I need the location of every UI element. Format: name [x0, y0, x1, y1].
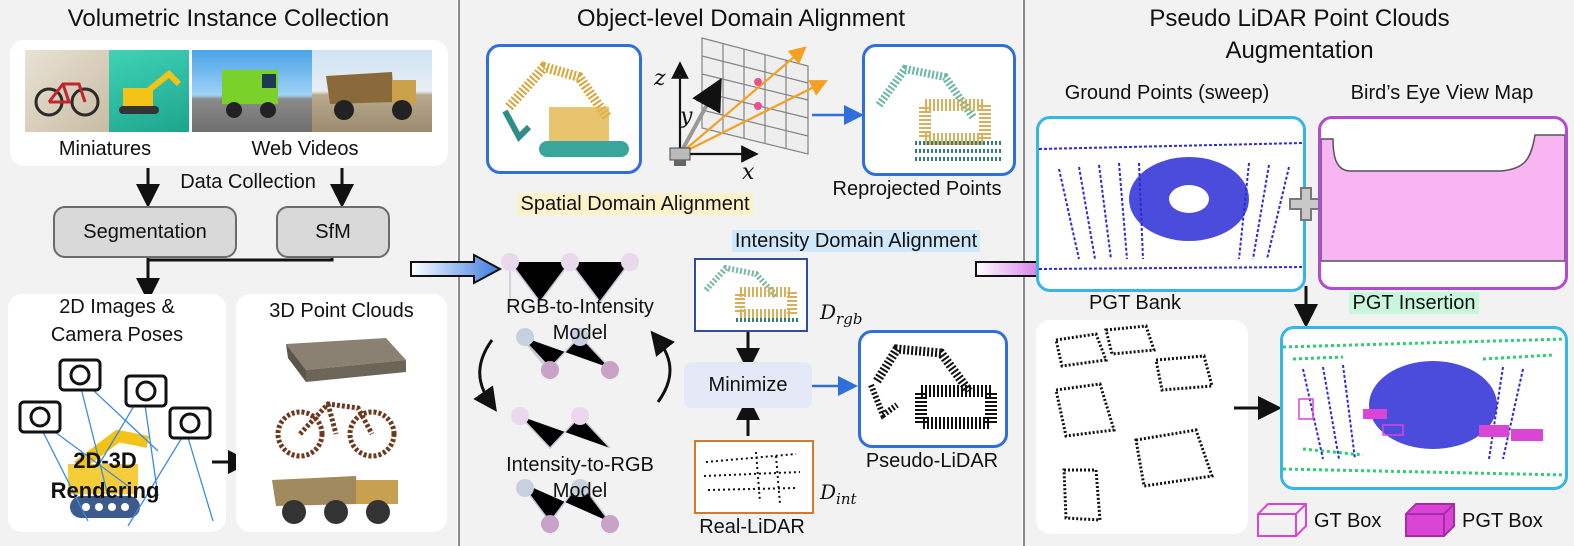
d-rgb-pointcloud: [703, 264, 800, 322]
pseudo-lidar-label: Pseudo-LiDAR: [865, 450, 999, 472]
pgt-insertion-text: PGT Insertion: [1349, 292, 1479, 314]
d-int-sub: int: [836, 490, 857, 508]
axis-x-label: x: [742, 160, 755, 185]
bev-map-frame: [1318, 116, 1568, 290]
truck-icon: [222, 70, 278, 118]
reprojected-points-frame: [862, 44, 1016, 176]
pseudo-lidar-pointcloud: [868, 344, 997, 429]
camera-sensor-icon: [669, 147, 691, 166]
container-pointcloud-icon: [286, 338, 406, 382]
pseudo-lidar-frame: [858, 330, 1008, 448]
images-poses-label-1: 2D Images &: [59, 296, 175, 318]
pgt-insertion-scene: [1283, 337, 1565, 477]
block-arrow-blue: [410, 253, 503, 285]
minimize-arrows: [736, 332, 858, 436]
camera-icon: [18, 358, 212, 440]
minimize-box: Minimize: [684, 362, 812, 408]
dump-truck-pointcloud-icon: [272, 476, 398, 524]
plus-icon: [1288, 186, 1324, 222]
miniatures-label: Miniatures: [58, 138, 152, 160]
spatial-projection-diagram: [669, 37, 828, 166]
gt-box-label: GT Box: [1314, 510, 1382, 532]
gt-box-icon: [1257, 503, 1307, 537]
image-plane-grid: [701, 37, 809, 155]
real-lidar-frame: [694, 440, 814, 514]
pgt-box-icon: [1405, 503, 1455, 537]
web-video-truck: [192, 50, 312, 132]
dump-truck-icon: [326, 72, 416, 120]
cycle-arrow-right: [650, 330, 675, 403]
intensity-to-rgb-label-2: Model: [552, 480, 608, 502]
point-cloud-objects: [272, 338, 406, 524]
rgb-to-intensity-label-2: Model: [552, 322, 608, 344]
ground-points-frame: [1036, 116, 1306, 292]
intensity-domain-label: Intensity Domain Alignment: [706, 230, 1006, 253]
spatial-domain-text: Spatial Domain Alignment: [517, 193, 753, 215]
pgt-bank-label: PGT Bank: [1089, 292, 1181, 314]
real-lidar-pointcloud: [703, 451, 801, 505]
d-rgb-frame: [694, 258, 808, 332]
spatial-domain-label: Spatial Domain Alignment: [500, 193, 770, 216]
reprojected-excavator-pointcloud: [875, 64, 1003, 161]
axis-y-label: y: [680, 104, 693, 129]
intensity-to-rgb-nodes: [511, 407, 619, 533]
camera-poses-illustration: [18, 358, 214, 527]
sfm-box: SfM: [276, 206, 390, 258]
pgt-insertion-frame: [1280, 326, 1568, 490]
middle-panel-title: Object-level Domain Alignment: [576, 5, 906, 32]
toy-excavator-icon: [119, 69, 182, 114]
d-int-main: D: [820, 480, 837, 504]
point-clouds-label: 3D Point Clouds: [269, 300, 414, 322]
web-video-dump-truck: [312, 50, 432, 132]
rgb-to-intensity-nodes: [501, 253, 639, 379]
ground-points-label: Ground Points (sweep): [1064, 82, 1270, 104]
miniature-photo-excavator: [109, 50, 189, 132]
d-int-symbol: Dint: [820, 480, 857, 508]
ground-points-sweep: [1039, 142, 1303, 270]
d-rgb-sub: rgb: [836, 310, 863, 328]
colored-excavator-frame: [486, 44, 642, 174]
intensity-domain-text: Intensity Domain Alignment: [731, 230, 981, 252]
pgt-bank-card: [1036, 320, 1248, 534]
left-panel-title: Volumetric Instance Collection: [67, 5, 390, 32]
reproject-arrow: [812, 105, 864, 125]
intensity-to-rgb-label-1: Intensity-to-RGB: [506, 454, 654, 476]
rendering-label-1: 2D-3D: [73, 448, 137, 473]
bank-to-insertion-arrow: [1234, 396, 1282, 420]
pgt-box-label: PGT Box: [1462, 510, 1543, 532]
cycle-network-diagram: [473, 253, 675, 533]
miniature-photo-bicycle: [25, 50, 109, 132]
segmentation-box: Segmentation: [53, 206, 237, 258]
reprojected-points-label: Reprojected Points: [832, 178, 1002, 200]
cycle-arrow-left: [473, 339, 497, 412]
render-arrow: [212, 450, 252, 474]
bicycle-pointcloud-icon: [275, 401, 397, 459]
insertion-arrow: [1294, 286, 1318, 328]
bev-label: Bird’s Eye View Map: [1350, 82, 1534, 104]
excavator-rendering-icon: [68, 429, 150, 518]
pgt-bank-objects: [1054, 324, 1215, 522]
d-rgb-main: D: [820, 300, 837, 324]
rgb-to-intensity-label-1: RGB-to-Intensity: [506, 296, 654, 318]
bicycle-icon: [34, 82, 100, 117]
web-videos-label: Web Videos: [251, 138, 359, 160]
right-panel-title-1: Pseudo LiDAR Point Clouds: [1149, 5, 1450, 32]
pgt-insertion-label: PGT Insertion: [1330, 292, 1498, 315]
bev-map: [1321, 134, 1565, 262]
rendering-label-2: Rendering: [50, 478, 160, 503]
data-collection-label: Data Collection: [180, 171, 316, 193]
real-lidar-label: Real-LiDAR: [699, 516, 805, 538]
d-rgb-symbol: Drgb: [820, 300, 862, 328]
right-panel-title-2: Augmentation: [1225, 37, 1374, 64]
images-poses-label-2: Camera Poses: [50, 324, 184, 346]
colored-excavator-pointcloud: [502, 61, 629, 157]
axis-z-label: z: [654, 66, 666, 91]
